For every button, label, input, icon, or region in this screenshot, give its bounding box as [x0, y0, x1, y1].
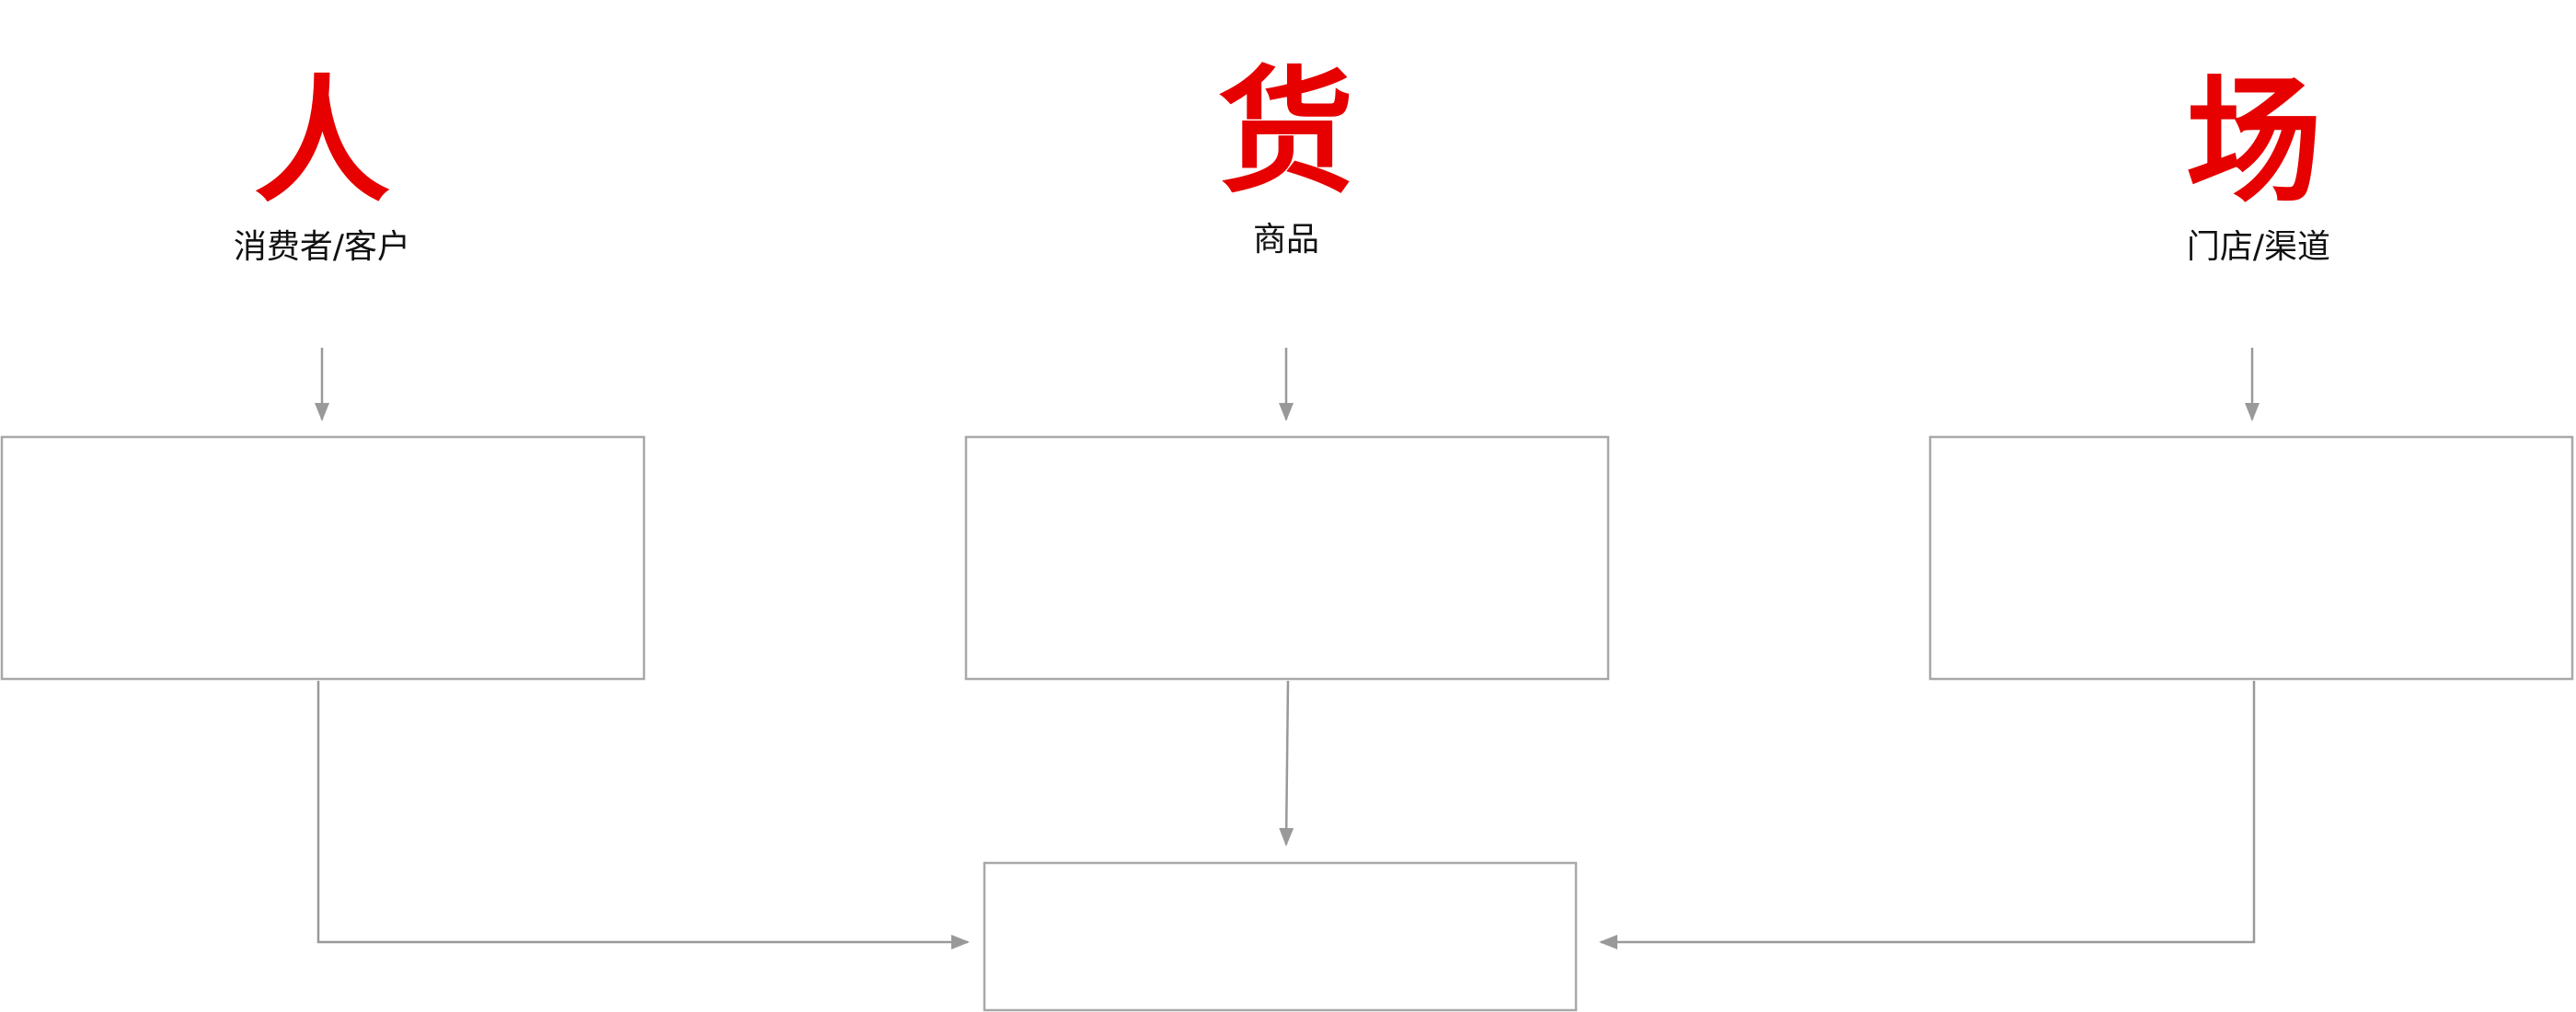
column-title-people: 人	[254, 63, 390, 221]
box-goods	[964, 435, 1610, 681]
connector-people-to-center	[316, 681, 970, 949]
column-title-place: 场	[2186, 63, 2322, 221]
connector-place-to-center	[1599, 681, 2256, 949]
column-subtitle-people: 消费者/客户	[234, 228, 410, 266]
column-title-goods: 货	[1218, 53, 1354, 212]
column-subtitle-goods: 商品	[1253, 221, 1319, 259]
connector-goods-to-center	[1279, 680, 1294, 846]
box-center	[983, 861, 1578, 1012]
column-subtitle-place: 门店/渠道	[2187, 228, 2330, 266]
box-place	[1928, 435, 2574, 681]
box-people	[0, 435, 646, 681]
